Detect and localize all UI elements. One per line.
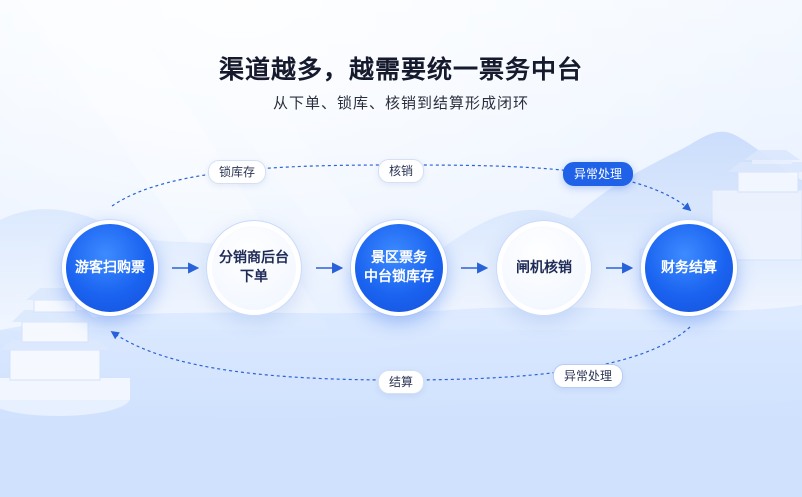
node-finance-settlement: 财务结算 [641,220,737,316]
page-title: 渠道越多，越需要统一票务中台 [218,55,583,84]
node-label: 景区票务 [371,250,427,267]
node-distributor-order: 分销商后台 下单 [206,220,302,316]
tag-exception-top: 异常处理 [562,162,634,186]
node-label: 闸机核销 [516,259,572,276]
node-label: 下单 [240,269,268,285]
tag-verification: 核销 [377,159,425,183]
node-label: 中台锁库存 [364,269,434,285]
bottom-loop-connector [110,326,691,381]
node-label: 财务结算 [661,259,717,276]
tag-exception-bottom: 异常处理 [552,364,624,388]
node-label: 分销商后台 [219,250,289,267]
page-subtitle: 从下单、锁库、核销到结算形成闭环 [272,94,529,112]
tag-lock-inventory: 锁库存 [207,160,267,184]
node-label: 游客扫购票 [75,259,145,276]
node-ticketing-platform: 景区票务 中台锁库存 [351,220,447,316]
tag-settlement: 结算 [377,370,425,394]
node-tourist-purchase: 游客扫购票 [62,220,158,316]
node-gate-verification: 闸机核销 [496,220,592,316]
